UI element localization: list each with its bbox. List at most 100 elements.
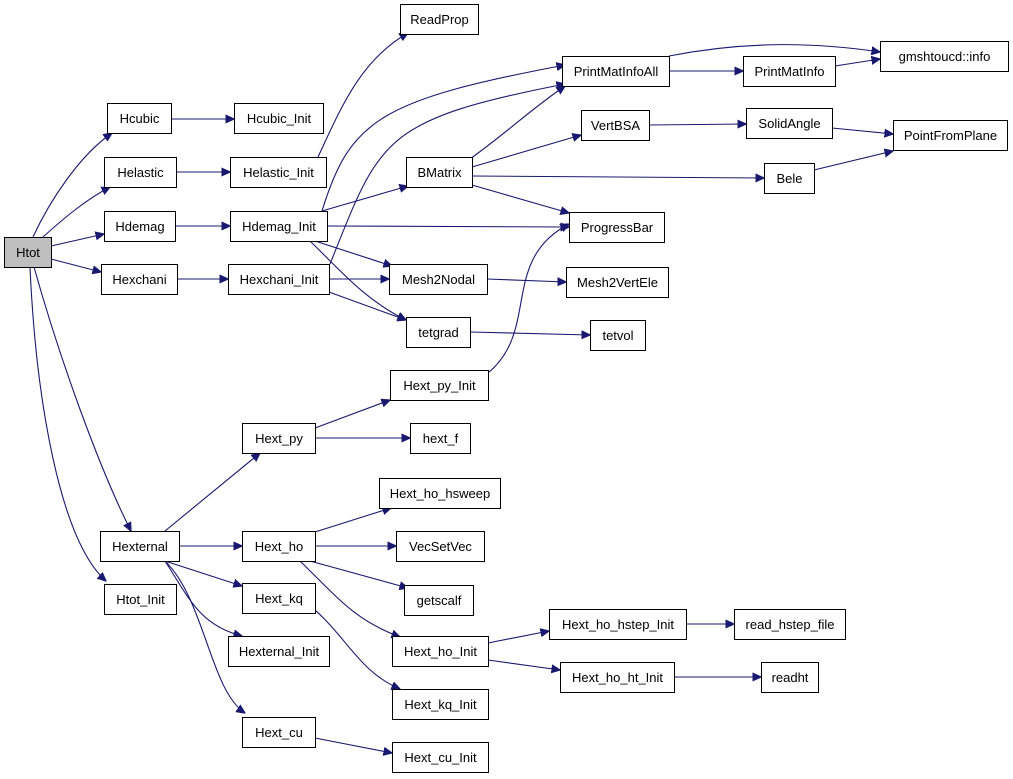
node-label: Hext_ho_hstep_Init: [562, 617, 674, 632]
node-label: Hdemag_Init: [242, 219, 316, 234]
node-readprop[interactable]: ReadProp: [400, 4, 479, 35]
edge-hext-ho-to-hext-ho-init: [299, 560, 400, 637]
node-label: Hext_ho_hsweep: [390, 486, 490, 501]
node-label: Hcubic_Init: [247, 111, 312, 126]
edge-htot-to-helastic: [42, 187, 110, 238]
node-hext-ho[interactable]: Hext_ho: [242, 531, 316, 562]
node-box: [880, 41, 1009, 72]
node-hcubic-init[interactable]: Hcubic_Init: [234, 103, 324, 134]
node-hext-cu[interactable]: Hext_cu: [242, 717, 316, 748]
node-pointfromplane[interactable]: PointFromPlane: [893, 120, 1008, 151]
node-vecsetvec[interactable]: VecSetVec: [396, 531, 485, 562]
node-box: [242, 423, 316, 454]
edge-hexchani-init-to-tetgrad: [328, 291, 406, 320]
node-printmatinfo[interactable]: PrintMatInfo: [743, 56, 836, 87]
node-hexchani[interactable]: Hexchani: [101, 264, 178, 295]
node-hext-py-init[interactable]: Hext_py_Init: [390, 370, 489, 401]
node-htot[interactable]: Htot: [4, 237, 52, 268]
node-label: Hext_cu_Init: [404, 750, 477, 765]
node-tetgrad[interactable]: tetgrad: [406, 317, 471, 348]
node-gmshtoucd-info[interactable]: gmshtoucd::info: [880, 41, 1009, 72]
node-hext-kq-init[interactable]: Hext_kq_Init: [392, 689, 489, 720]
edge-htot-to-hcubic: [32, 133, 112, 238]
edge-hext-ho-to-getscalf: [309, 560, 408, 588]
node-label: Bele: [776, 171, 802, 186]
node-getscalf[interactable]: getscalf: [404, 585, 474, 616]
node-box: [566, 267, 669, 298]
edge-bmatrix-to-vertbsa: [471, 135, 581, 168]
node-box: [392, 689, 489, 720]
node-box: [107, 103, 172, 134]
node-hext-cu-init[interactable]: Hext_cu_Init: [392, 742, 489, 773]
node-label: readht: [772, 670, 809, 685]
node-label: Hexternal: [112, 539, 168, 554]
node-mesh2vertele[interactable]: Mesh2VertEle: [566, 267, 669, 298]
node-label: BMatrix: [417, 165, 462, 180]
node-bele[interactable]: Bele: [764, 163, 815, 194]
node-label: read_hstep_file: [746, 617, 835, 632]
node-box: [406, 317, 471, 348]
node-hext-ho-init[interactable]: Hext_ho_Init: [392, 636, 489, 667]
edge-hexternal-to-hexternal-init: [164, 560, 242, 636]
node-hext-ho-hsweep[interactable]: Hext_ho_hsweep: [379, 478, 501, 509]
edge-solidangle-to-pointfromplane: [831, 127, 893, 134]
node-progressbar[interactable]: ProgressBar: [569, 212, 665, 243]
node-label: Hext_kq_Init: [404, 697, 477, 712]
node-box: [734, 609, 846, 640]
node-label: Hext_py_Init: [403, 378, 476, 393]
node-hext-ho-hstep-init[interactable]: Hext_ho_hstep_Init: [549, 609, 687, 640]
node-box: [379, 478, 501, 509]
node-read-hstep-file[interactable]: read_hstep_file: [734, 609, 846, 640]
node-hext-kq[interactable]: Hext_kq: [242, 583, 316, 614]
edge-hdemag-init-to-mesh2nodal: [314, 240, 392, 266]
node-box: [893, 120, 1008, 151]
node-hext-py[interactable]: Hext_py: [242, 423, 316, 454]
node-label: Helastic: [117, 165, 164, 180]
node-hext-f[interactable]: hext_f: [410, 423, 471, 454]
node-label: Hext_kq: [255, 591, 303, 606]
node-printmatinfoall[interactable]: PrintMatInfoAll: [562, 56, 670, 87]
node-label: SolidAngle: [758, 116, 820, 131]
node-box: [404, 585, 474, 616]
node-label: Hexternal_Init: [239, 644, 320, 659]
node-box: [406, 157, 473, 188]
node-bmatrix[interactable]: BMatrix: [406, 157, 473, 188]
node-hcubic[interactable]: Hcubic: [107, 103, 172, 134]
node-box: [104, 157, 177, 188]
node-htot-init[interactable]: Htot_Init: [104, 584, 177, 615]
node-box: [562, 56, 670, 87]
node-hexternal[interactable]: Hexternal: [100, 531, 180, 562]
node-label: Hext_ho: [255, 539, 303, 554]
edge-vertbsa-to-solidangle: [648, 124, 746, 125]
node-vertbsa[interactable]: VertBSA: [581, 110, 650, 141]
node-readht[interactable]: readht: [761, 662, 819, 693]
node-hexchani-init[interactable]: Hexchani_Init: [228, 264, 330, 295]
node-hexternal-init[interactable]: Hexternal_Init: [228, 636, 330, 667]
edge-htot-to-htot-init: [29, 266, 106, 581]
edge-hext-py-to-hext-py-init: [314, 400, 390, 429]
node-label: Hexchani_Init: [240, 272, 319, 287]
edge-hexternal-to-hext-cu: [164, 560, 245, 713]
node-tetvol[interactable]: tetvol: [590, 320, 646, 351]
node-hext-ho-ht-init[interactable]: Hext_ho_ht_Init: [560, 662, 675, 693]
node-mesh2nodal[interactable]: Mesh2Nodal: [389, 264, 488, 295]
node-helastic[interactable]: Helastic: [104, 157, 177, 188]
node-helastic-init[interactable]: Helastic_Init: [230, 157, 327, 188]
node-box: [234, 103, 324, 134]
edge-hdemag-init-to-printmatinfoall: [321, 65, 565, 212]
node-box: [242, 717, 316, 748]
edge-hext-py-init-to-progressbar: [487, 224, 569, 374]
node-hdemag-init[interactable]: Hdemag_Init: [230, 211, 328, 242]
node-label: Hext_cu: [255, 725, 303, 740]
node-label: Hexchani: [112, 272, 166, 287]
node-box: [746, 108, 833, 139]
node-solidangle[interactable]: SolidAngle: [746, 108, 833, 139]
edge-mesh2nodal-to-mesh2vertele: [486, 279, 566, 282]
node-box: [396, 531, 485, 562]
node-hdemag[interactable]: Hdemag: [104, 211, 176, 242]
node-label: hext_f: [423, 431, 459, 446]
node-label: tetvol: [602, 328, 633, 343]
node-label: Mesh2Nodal: [402, 272, 475, 287]
edges-layer: [29, 33, 893, 753]
